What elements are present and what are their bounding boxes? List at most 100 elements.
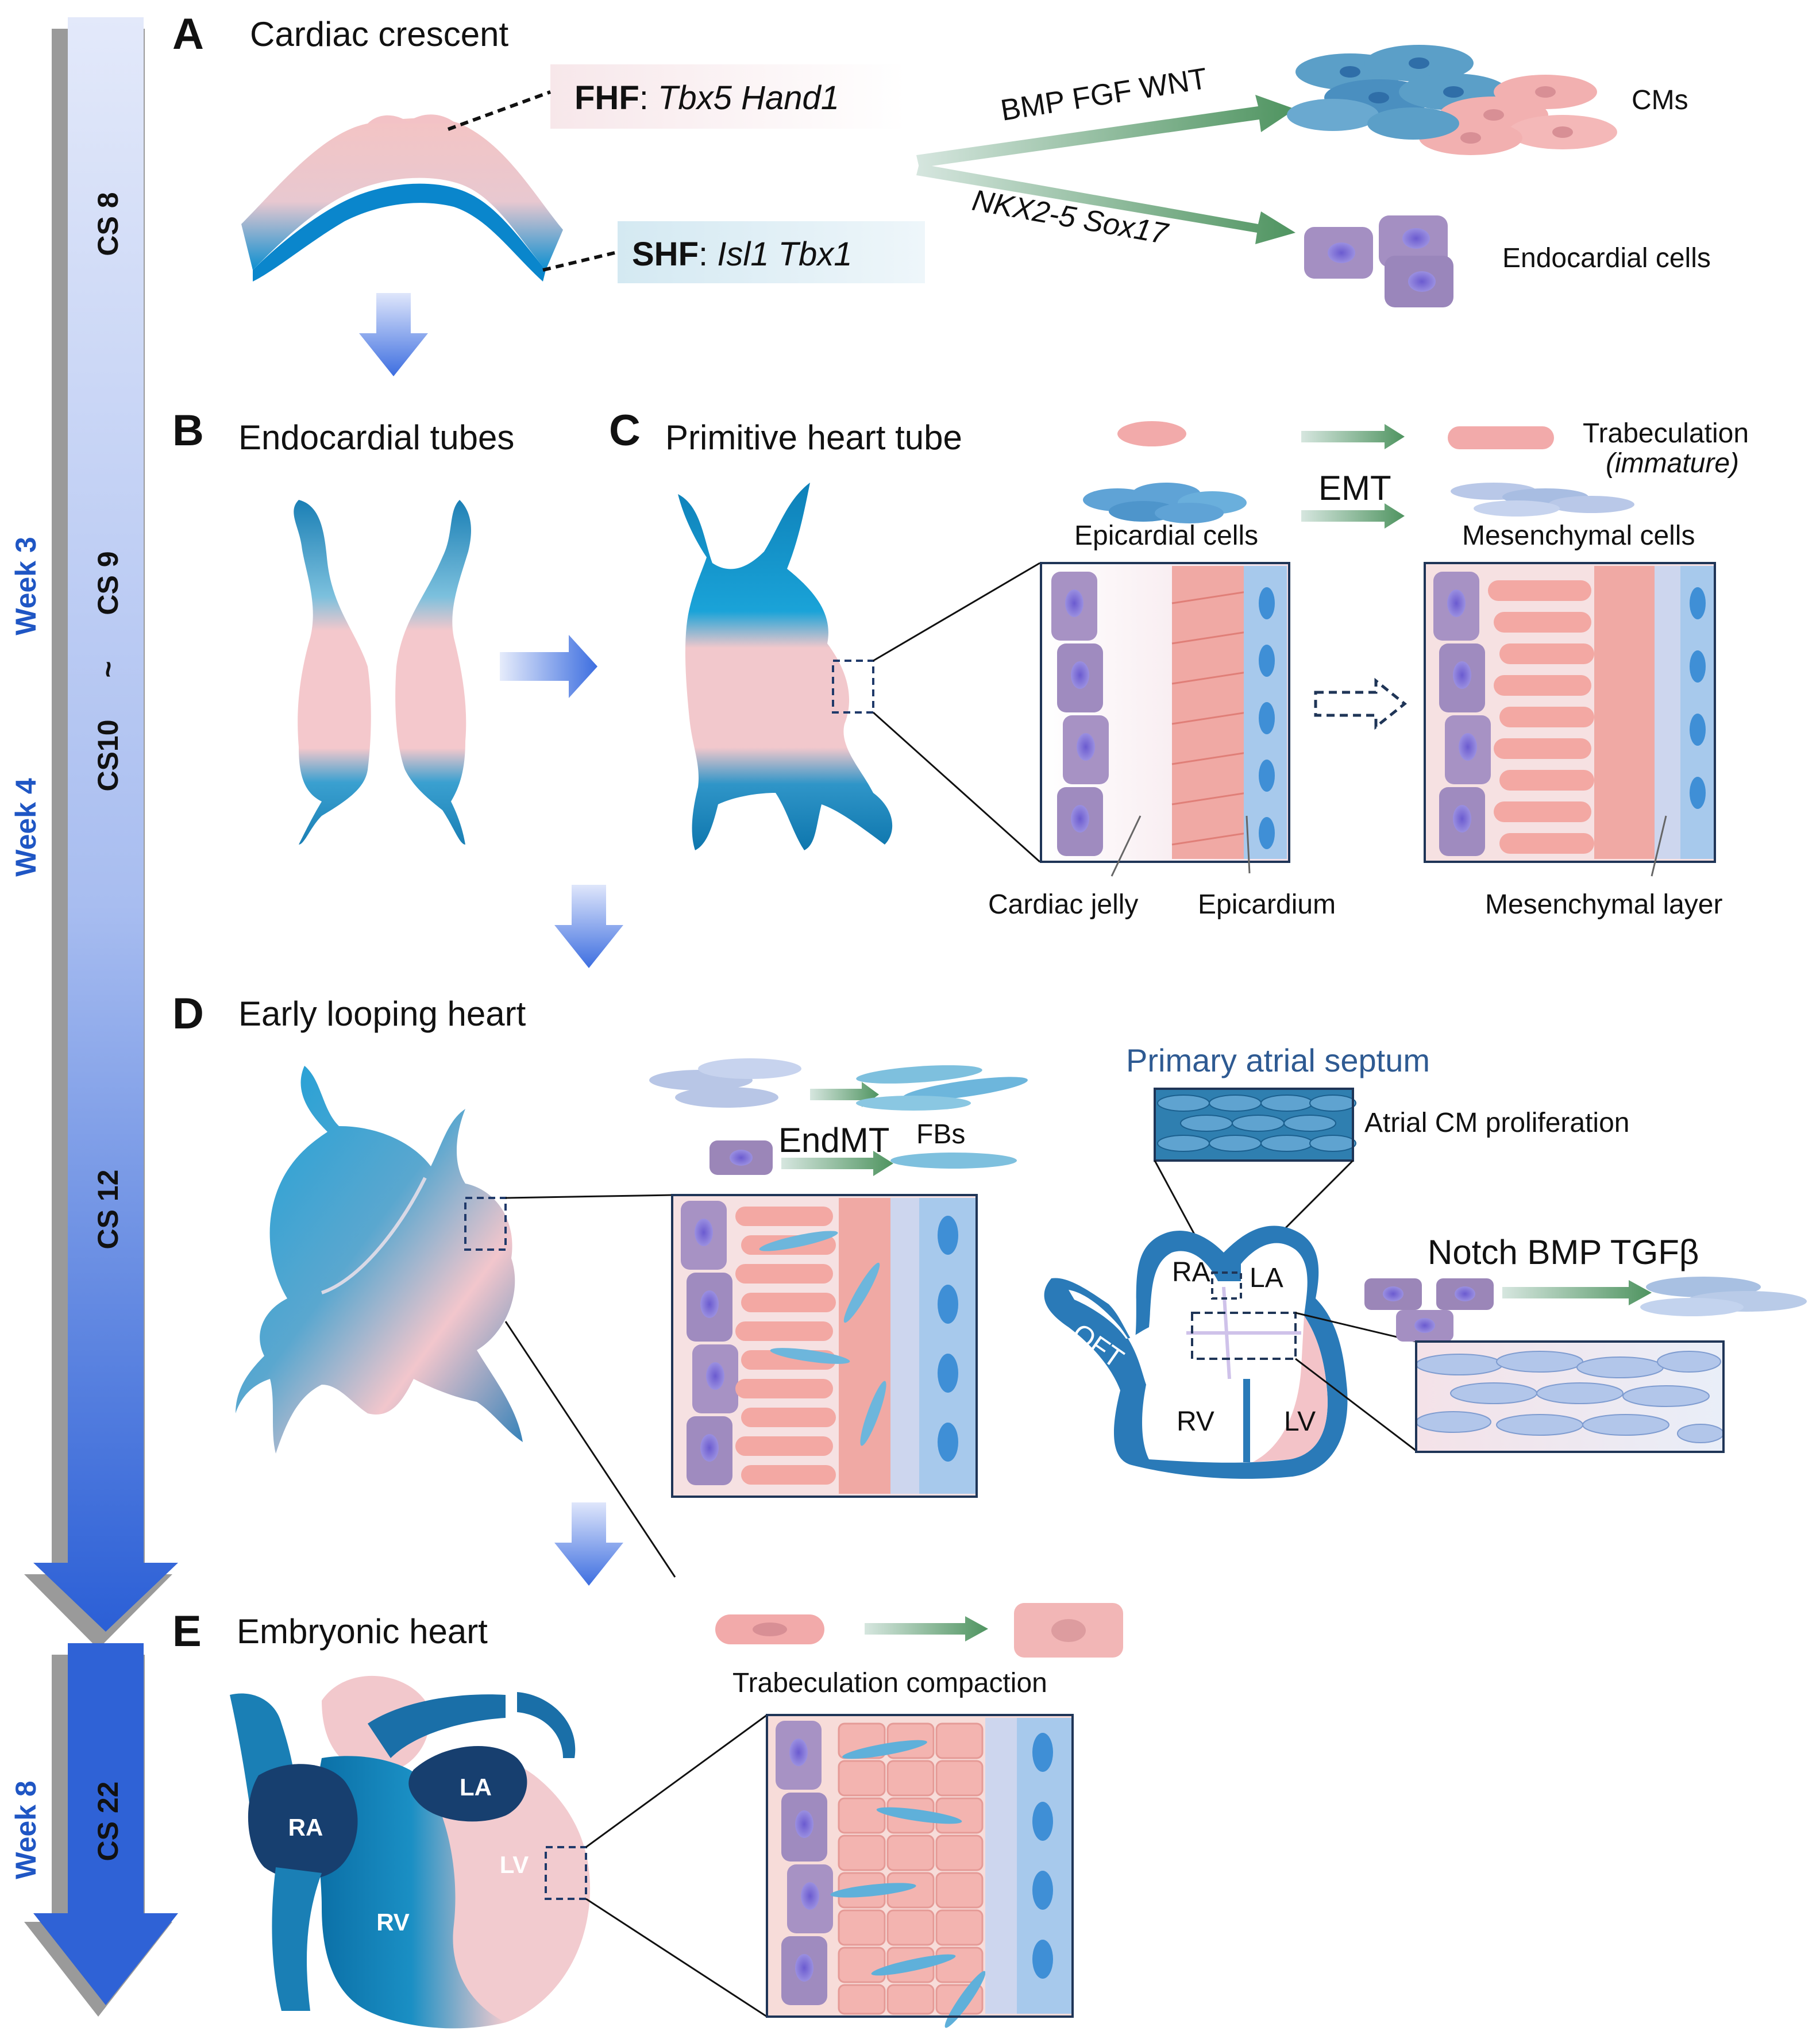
panel-d: D Early looping heart EndMT FBs	[172, 989, 1807, 1586]
inset-heart-tube-layers	[1040, 562, 1290, 863]
timeline-arrow-upper	[33, 17, 178, 1632]
mesenchymal-cell-cluster	[1451, 483, 1634, 517]
septum-title: Primary atrial septum	[1126, 1042, 1430, 1078]
endocardial-tube-left	[294, 500, 371, 845]
cardiac-jelly-pointer	[1110, 815, 1142, 877]
stage-cs12: CS 12	[92, 1170, 124, 1250]
panel-b-title: Endocardial tubes	[238, 418, 514, 457]
section-rv-label: RV	[1177, 1406, 1214, 1437]
embryo-zoom-line-top	[585, 1714, 768, 1848]
panel-a: A Cardiac crescent FHF: Tbx5 Hand1 SHF: …	[172, 10, 1711, 376]
mesenchymal-layer-label: Mesenchymal layer	[1485, 889, 1723, 920]
early-looping-heart	[236, 1066, 523, 1454]
stage-cs10: CS10	[92, 719, 124, 791]
crescent-top-bumps	[368, 114, 460, 127]
upper-factors: BMP FGF WNT	[998, 62, 1210, 128]
endmt-source-nucleus	[730, 1150, 753, 1166]
signals-result-cells	[1640, 1277, 1807, 1316]
compaction-source-nucleus	[753, 1623, 787, 1636]
arrow-endmt	[781, 1151, 893, 1176]
panel-d-label: D	[172, 989, 204, 1038]
panel-e-label: E	[172, 1607, 202, 1656]
embryo-lv-label: LV	[500, 1851, 529, 1878]
week-4: Week 4	[10, 778, 42, 877]
atrial-cm-proliferation-label: Atrial CM proliferation	[1364, 1108, 1629, 1138]
stage-cs9: CS 9	[92, 551, 124, 615]
epicardial-cell-cluster	[1083, 483, 1247, 523]
cms-cluster	[1287, 45, 1617, 155]
inset-looping-layers	[671, 1194, 978, 1498]
zoom-line-bottom	[872, 711, 1041, 863]
trab-source-cell	[1117, 421, 1186, 446]
panel-e: E Embryonic heart RA LA RV LV Trabeculat…	[172, 1603, 1123, 2029]
emt-label: EMT	[1318, 469, 1391, 507]
panel-c-label: C	[609, 406, 641, 455]
shf-text: SHF: Isl1 Tbx1	[632, 236, 853, 273]
looping-heart-section-inner	[1069, 1243, 1328, 1463]
panel-a-title: Cardiac crescent	[250, 15, 509, 53]
shf-name: SHF	[632, 236, 699, 273]
epicardium-pointer	[1246, 815, 1251, 874]
panel-b: B Endocardial tubes	[172, 406, 597, 845]
embryo-la-label: LA	[460, 1774, 492, 1801]
cardiac-crescent	[241, 118, 563, 270]
arrow-to-cms	[916, 95, 1295, 168]
septum-zoom-box	[1211, 1271, 1242, 1300]
embryo-zoom-line-bottom	[585, 1898, 768, 2018]
shf-sep: :	[699, 236, 708, 273]
week-8: Week 8	[10, 1781, 42, 1879]
endmt-label: EndMT	[778, 1121, 889, 1159]
endocardial-cell-cluster	[1304, 215, 1453, 307]
cardiac-jelly-label: Cardiac jelly	[988, 889, 1138, 920]
stage-cs22: CS 22	[92, 1782, 124, 1862]
trab-immature-cell	[1448, 426, 1554, 449]
panel-b-label: B	[172, 406, 204, 455]
compaction-label: Trabeculation compaction	[732, 1668, 1047, 1698]
arrow-c-to-d	[554, 885, 623, 968]
arrow-compaction	[865, 1616, 988, 1641]
panel-a-label: A	[172, 10, 204, 59]
signals-source-cells	[1364, 1278, 1494, 1342]
timeline: CS 8 CS 9 ~ CS10 CS 12 CS 22 Week 3 Week…	[10, 17, 178, 2017]
inset-compaction-layers	[766, 1714, 1074, 2028]
embryo-ra-label: RA	[288, 1814, 323, 1841]
arrow-a-to-b	[359, 293, 428, 376]
cushion-mesenchyme-inset	[1415, 1340, 1725, 1453]
endmt-source-cells	[649, 1058, 801, 1108]
section-la-label: LA	[1250, 1263, 1283, 1293]
shf-genes: Isl1 Tbx1	[717, 236, 852, 273]
compaction-result-nucleus	[1051, 1619, 1086, 1642]
embryonic-heart	[230, 1675, 591, 2029]
inset-mesenchymal-layer	[1424, 562, 1716, 863]
epicardial-cells-label: Epicardial cells	[1074, 521, 1258, 551]
looping-heart-groove	[321, 1177, 427, 1294]
fhf-leader	[447, 90, 552, 131]
cms-label: CMs	[1632, 85, 1688, 115]
mesenchymal-cells-label: Mesenchymal cells	[1462, 521, 1695, 551]
immature-label: (immature)	[1606, 448, 1739, 479]
arrow-b-to-c	[500, 635, 597, 698]
atrial-cm-proliferation-inset	[1154, 1088, 1356, 1162]
endocardial-tube-right	[395, 500, 471, 845]
arrow-trabeculation	[1301, 424, 1405, 449]
panel-c: C Primitive heart tube Trabeculation (im…	[554, 406, 1749, 968]
crescent-lower-layer	[253, 183, 546, 282]
embryo-rv-label: RV	[376, 1909, 410, 1936]
fibroblast-cells-top	[856, 1065, 1028, 1111]
primitive-heart-tube	[678, 483, 893, 850]
arrow-signals	[1502, 1280, 1652, 1305]
fhf-genes: Tbx5 Hand1	[658, 79, 839, 117]
trabeculation-label: Trabeculation	[1583, 418, 1749, 449]
shf-box	[618, 221, 925, 283]
signals-label: Notch BMP TGFβ	[1428, 1233, 1699, 1271]
panel-c-title: Primitive heart tube	[665, 418, 962, 457]
endocardial-label: Endocardial cells	[1502, 243, 1711, 273]
arrow-emt	[1301, 503, 1405, 529]
panel-d-title: Early looping heart	[238, 995, 526, 1033]
fhf-box	[550, 64, 907, 129]
fhf-sep: :	[639, 79, 649, 117]
mesenchymal-layer-pointer	[1651, 815, 1667, 877]
section-lv-tint	[1252, 1316, 1328, 1462]
arrow-d-to-e	[554, 1502, 623, 1586]
